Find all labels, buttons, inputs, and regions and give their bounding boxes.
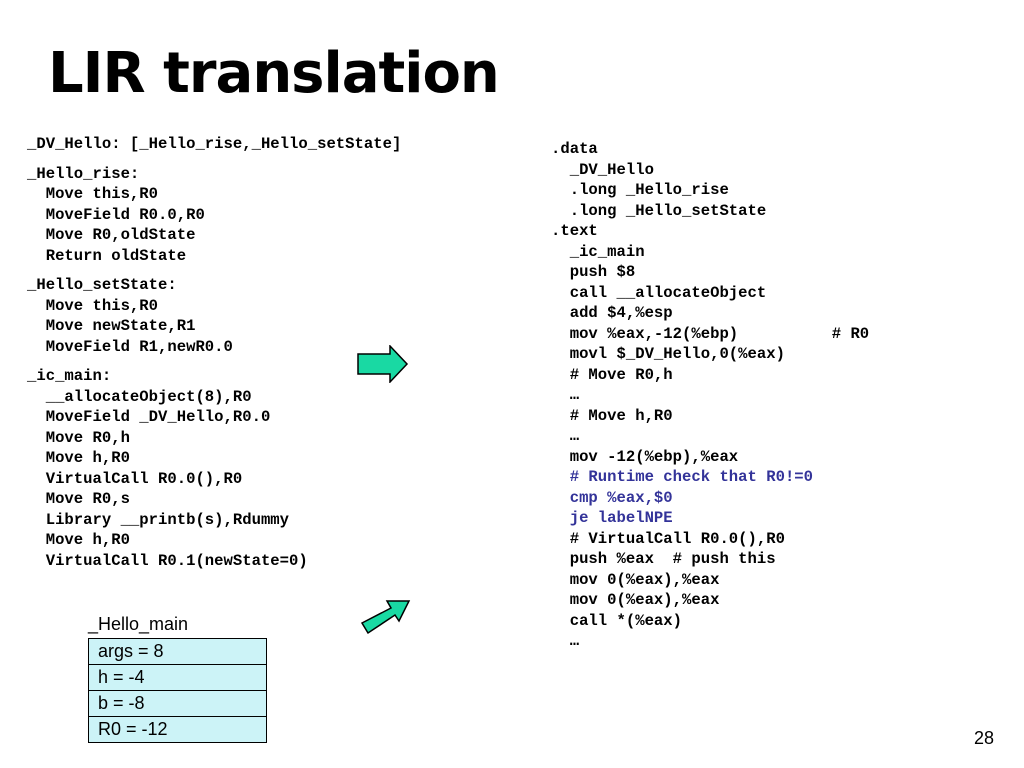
frame-cell: R0 = -12 xyxy=(88,716,267,743)
frame-row: R0 = -12 xyxy=(88,716,267,743)
code-line: push %eax # push this xyxy=(551,550,776,568)
code-line: mov 0(%eax),%eax xyxy=(551,591,720,609)
page-number: 28 xyxy=(973,728,994,748)
code-line: Library __printb(s),Rdummy xyxy=(27,510,290,529)
highlighted-code-line: je labelNPE xyxy=(551,509,673,527)
frame-label: _Hello_main xyxy=(88,614,189,634)
code-line: _DV_Hello: [_Hello_rise,_Hello_setState] xyxy=(27,135,402,153)
code-line: # Move h,R0 xyxy=(551,406,673,425)
code-line: _Hello_setState: xyxy=(27,276,177,294)
code-line: MoveField R0.0,R0 xyxy=(27,205,205,224)
code-line: movl $_DV_Hello,0(%eax) xyxy=(551,345,785,363)
code-line: mov 0(%eax),%eax xyxy=(551,570,720,589)
code-line: Move R0,oldState xyxy=(27,226,196,244)
code-line: Move this,R0 xyxy=(27,185,159,203)
highlighted-code-line: cmp %eax,$0 xyxy=(551,488,673,507)
asm-code-listing: .data _DV_Hello .long _Hello_rise .long … xyxy=(551,139,869,652)
code-line: MoveField R1,newR0.0 xyxy=(27,337,233,356)
code-line: VirtualCall R0.1(newState=0) xyxy=(27,551,308,570)
frame-cell: b = -8 xyxy=(88,690,267,717)
code-line: Return oldState xyxy=(27,246,187,265)
code-line: # Move R0,h xyxy=(551,365,673,384)
code-line: … xyxy=(551,632,580,650)
code-line: Move R0,h xyxy=(27,428,130,447)
code-line xyxy=(27,357,401,366)
frame-row: args = 8 xyxy=(88,638,267,665)
code-line: __allocateObject(8),R0 xyxy=(27,387,252,406)
code-line: mov %eax,-12(%ebp) # R0 xyxy=(551,324,870,343)
code-line: Move newState,R1 xyxy=(27,317,196,335)
code-line: .long _Hello_setState xyxy=(551,201,767,220)
slide-title: LIR translation xyxy=(48,41,500,106)
frame-cell: args = 8 xyxy=(88,638,267,665)
code-line: MoveField _DV_Hello,R0.0 xyxy=(27,408,271,426)
frame-row: b = -8 xyxy=(88,690,267,717)
code-line: mov -12(%ebp),%eax xyxy=(551,447,739,466)
frame-row: h = -4 xyxy=(88,664,267,691)
code-line: VirtualCall R0.0(),R0 xyxy=(27,469,243,488)
code-line: # VirtualCall R0.0(),R0 xyxy=(551,529,785,548)
code-line: push $8 xyxy=(551,263,636,281)
code-line: Move h,R0 xyxy=(27,449,130,467)
code-line: Move h,R0 xyxy=(27,531,130,549)
stack-frame-table: args = 8 h = -4 b = -8 R0 = -12 xyxy=(88,638,267,743)
code-line: … xyxy=(551,427,580,445)
code-line: .long _Hello_rise xyxy=(551,181,729,199)
code-line: _DV_Hello xyxy=(551,160,654,179)
code-line: call __allocateObject xyxy=(551,283,767,302)
code-line: … xyxy=(551,386,580,404)
code-line: Move this,R0 xyxy=(27,296,159,315)
code-line: call *(%eax) xyxy=(551,611,683,630)
up-right-arrow-icon xyxy=(360,600,411,635)
code-line: add $4,%esp xyxy=(551,304,673,322)
code-line: Move R0,s xyxy=(27,490,130,508)
code-line: _ic_main xyxy=(551,242,645,261)
code-line xyxy=(27,155,401,164)
frame-cell: h = -4 xyxy=(88,664,267,691)
code-line: .text xyxy=(551,222,598,240)
lir-code-listing: _DV_Hello: [_Hello_rise,_Hello_setState]… xyxy=(27,134,401,571)
code-line: _Hello_rise: xyxy=(27,164,140,183)
code-line: _ic_main: xyxy=(27,367,112,385)
code-line xyxy=(27,266,401,275)
code-line: .data xyxy=(551,140,598,158)
highlighted-code-line: # Runtime check that R0!=0 xyxy=(551,468,814,486)
right-arrow-icon xyxy=(357,345,409,383)
